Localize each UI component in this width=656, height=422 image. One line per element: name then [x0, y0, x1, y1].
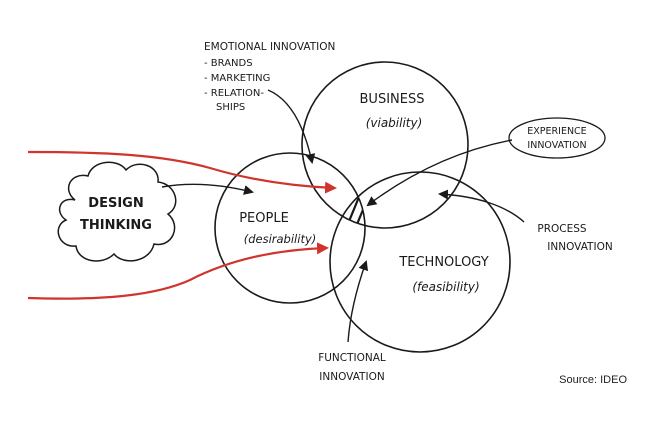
design-thinking-label-2: THINKING: [80, 218, 152, 233]
people-sub: (desirability): [244, 232, 317, 246]
emotional-item-ships: SHIPS: [216, 102, 245, 113]
arrow-functional: [347, 260, 369, 343]
emotional-item-marketing: - MARKETING: [204, 73, 270, 84]
experience-oval: [508, 117, 606, 159]
emotional-title: EMOTIONAL INNOVATION: [204, 41, 335, 53]
design-thinking-cloud: [57, 161, 177, 262]
source-credit: Source: IDEO: [559, 374, 627, 386]
overlap-hatch: [330, 172, 365, 228]
technology-title: TECHNOLOGY: [398, 255, 488, 270]
process-label-2: INNOVATION: [547, 241, 612, 253]
experience-label-1: EXPERIENCE: [527, 126, 586, 137]
business-title: BUSINESS: [360, 92, 425, 107]
people-title: PEOPLE: [239, 211, 289, 226]
red-arrow-top: [27, 150, 337, 194]
experience-label-2: INNOVATION: [527, 140, 586, 151]
arrow-design-to-people: [161, 183, 254, 195]
arrow-emotional: [267, 89, 316, 164]
functional-label-1: FUNCTIONAL: [318, 352, 386, 364]
people-circle: [214, 152, 366, 304]
emotional-item-brands: - BRANDS: [204, 58, 253, 69]
emotional-item-relation: - RELATION-: [204, 88, 264, 99]
red-arrow-bottom: [27, 242, 329, 300]
arrow-process: [438, 189, 525, 223]
business-circle: [301, 61, 469, 229]
technology-sub: (feasibility): [412, 280, 479, 294]
arrow-experience: [366, 139, 513, 207]
functional-label-2: INNOVATION: [319, 371, 384, 383]
process-label-1: PROCESS: [537, 223, 587, 235]
design-thinking-label-1: DESIGN: [88, 196, 143, 211]
business-sub: (viability): [366, 116, 423, 130]
